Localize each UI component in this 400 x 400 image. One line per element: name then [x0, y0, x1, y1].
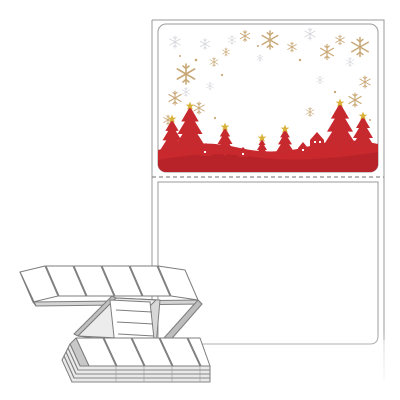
fanfold-bottom-strip: [75, 337, 211, 367]
label-sheet: [150, 19, 390, 390]
house-icons: [200, 132, 324, 157]
christmas-label: [157, 23, 379, 173]
fanfold-label-stack: [19, 265, 211, 383]
